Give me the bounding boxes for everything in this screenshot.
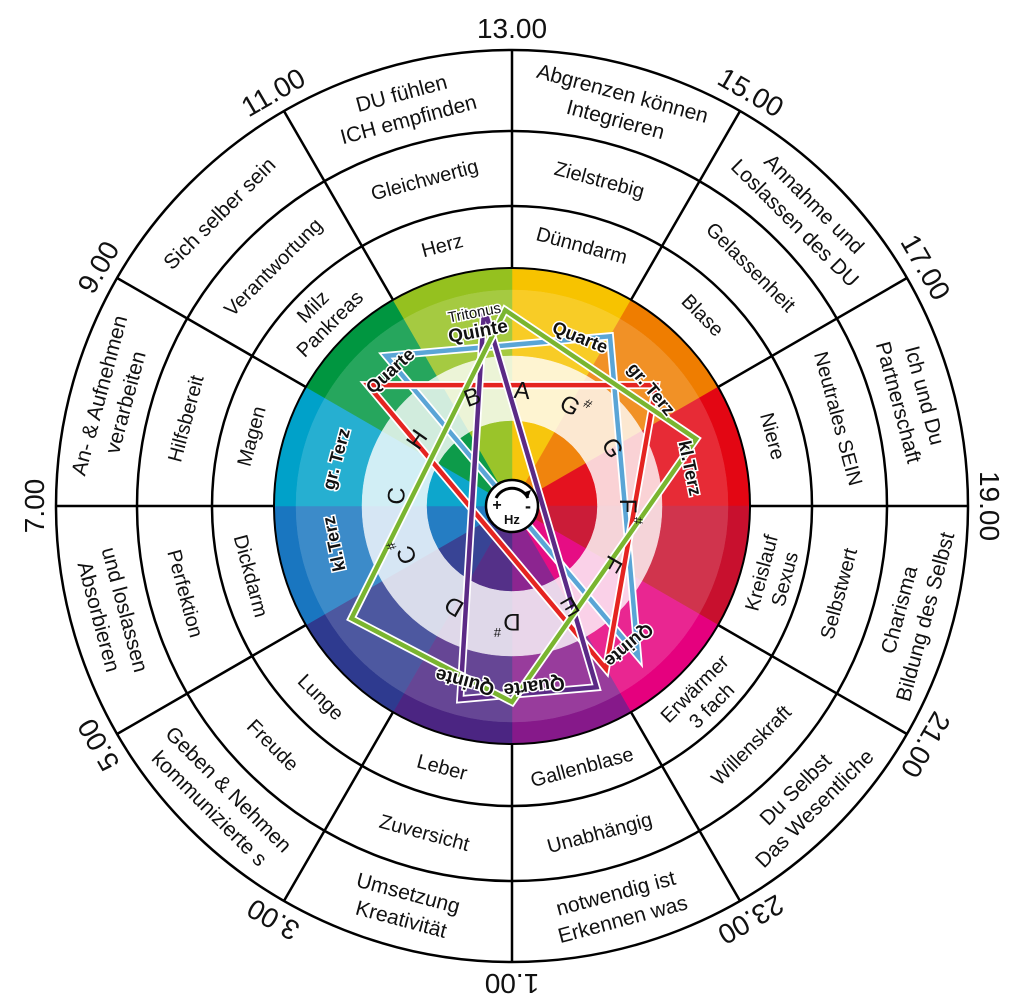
middle-label-text: Gleichwertig (369, 156, 481, 206)
inner-label: Niere (755, 410, 789, 462)
middle-label-text: Hilfsbereit (164, 373, 208, 465)
segment-divider (629, 110, 742, 301)
segment-divider (717, 276, 908, 389)
middle-label: Perfektion (162, 547, 207, 640)
hour-label: 3.00 (242, 892, 305, 946)
middle-label: Freude (242, 716, 302, 776)
segment-divider (116, 276, 307, 389)
sharp-sign: # (493, 625, 501, 640)
middle-label-text: Neutrales SEIN (809, 349, 866, 488)
middle-label-text: Unabhängig (545, 809, 655, 858)
inner-label-text: Niere (755, 410, 789, 462)
quinte-triangle (457, 307, 600, 702)
segment-divider (282, 711, 395, 902)
middle-label: Willenskraft (707, 701, 796, 790)
segment-divider (717, 623, 908, 736)
hour-label: 1.00 (485, 968, 540, 999)
middle-label-text: Selbstwert (817, 545, 863, 641)
middle-label: Zielstrebig (552, 158, 647, 203)
hour-label: 7.00 (19, 479, 50, 534)
inner-label-text: Dickdarm (229, 533, 272, 620)
hour-label: 23.00 (713, 889, 789, 951)
hour-text: 23.00 (713, 889, 789, 951)
segment-divider (629, 711, 742, 902)
hour-text: 13.00 (477, 13, 547, 44)
center-plus: + (492, 497, 501, 514)
middle-label: Selbstwert (817, 545, 863, 641)
middle-label: Hilfsbereit (164, 373, 208, 465)
middle-label: Neutrales SEIN (809, 349, 866, 488)
hour-text: 11.00 (236, 62, 310, 123)
center-minus: - (525, 496, 531, 516)
hour-text: 1.00 (485, 968, 540, 999)
inner-label-text: Dünndarm (534, 223, 630, 268)
hour-label: 11.00 (236, 62, 310, 123)
middle-label-text: Perfektion (162, 547, 207, 640)
inner-label: Lunge (293, 670, 348, 725)
note-label: F# (614, 499, 646, 525)
hour-text: 9.00 (71, 236, 125, 299)
ring-outlines (54, 48, 970, 964)
middle-label: Gleichwertig (369, 156, 481, 206)
hour-label: 17.00 (895, 229, 957, 305)
note-text: F (614, 499, 641, 514)
segment-divider (282, 110, 395, 301)
middle-label: Unabhängig (545, 809, 655, 858)
interval-polygons (346, 304, 702, 708)
middle-label-text: Zielstrebig (552, 158, 647, 203)
inner-label: Herz (419, 230, 465, 262)
note-label: A (513, 377, 531, 405)
note-text: D (503, 608, 520, 635)
hour-text: 17.00 (895, 229, 957, 305)
center-hub: + - Hz (484, 478, 540, 534)
middle-label-text: Gelassenheit (701, 219, 799, 317)
middle-label-text: Willenskraft (707, 701, 796, 790)
segment-divider (116, 623, 307, 736)
hour-text: 21.00 (895, 707, 957, 783)
hour-label: 19.00 (974, 471, 1005, 541)
inner-label: Magen (234, 404, 271, 469)
sharp-sign: # (631, 517, 646, 525)
outer-label-text: Sich selber sein (159, 153, 280, 274)
inner-label: Leber (414, 751, 469, 786)
hour-text: 7.00 (19, 479, 50, 534)
hour-text: 19.00 (974, 471, 1005, 541)
kl-terz-quad (348, 306, 700, 705)
inner-label-text: Magen (234, 404, 271, 469)
hour-text: 5.00 (71, 713, 125, 776)
note-text: A (513, 377, 531, 405)
inner-label: Blase (677, 290, 728, 341)
hour-label: 21.00 (895, 707, 957, 783)
middle-label-text: Zuversicht (377, 811, 472, 856)
inner-label-text: Herz (419, 230, 465, 262)
center-hz: Hz (504, 512, 520, 527)
inner-label: Dickdarm (229, 533, 272, 620)
inner-label-text: Lunge (293, 670, 348, 725)
hour-label: 13.00 (477, 13, 547, 44)
middle-label: Gelassenheit (701, 219, 799, 317)
middle-label: Zuversicht (377, 811, 472, 856)
hour-label: 9.00 (71, 236, 125, 299)
hour-label: 5.00 (71, 713, 125, 776)
outer-label: Sich selber sein (159, 153, 280, 274)
arrow-head-icon (522, 490, 531, 498)
note-label: D# (493, 608, 521, 640)
hour-text: 3.00 (242, 892, 305, 946)
hour-text: 15.00 (713, 62, 789, 124)
hour-label: 15.00 (713, 62, 789, 124)
inner-label-text: Leber (414, 751, 469, 786)
inner-label-text: Blase (677, 290, 728, 341)
middle-label-text: Freude (242, 716, 302, 776)
inner-label: Dünndarm (534, 223, 630, 268)
note-text: C (383, 486, 411, 506)
note-label: C (383, 486, 411, 506)
